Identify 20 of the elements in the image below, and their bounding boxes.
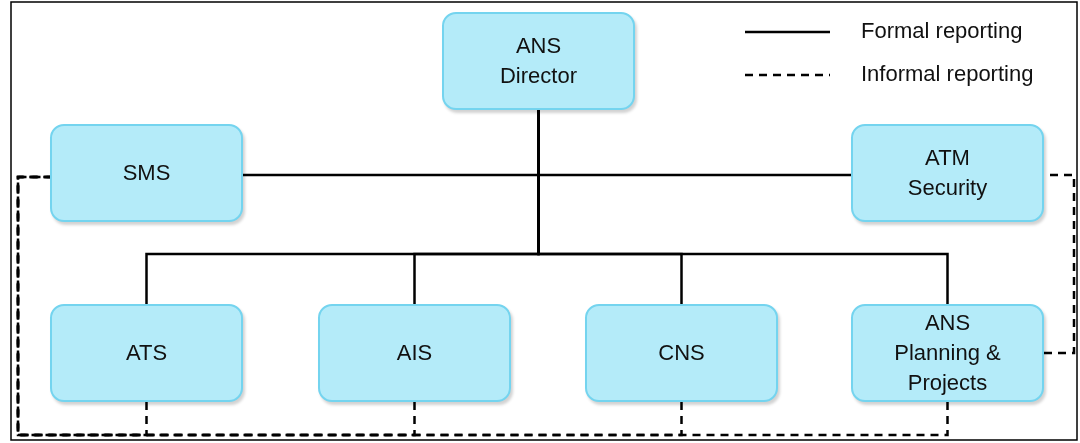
- legend-label: Formal reporting: [861, 18, 1023, 44]
- org-box: [318, 304, 511, 402]
- dashed-connector: [16, 175, 949, 437]
- org-box: [851, 124, 1044, 222]
- org-box: [585, 304, 778, 402]
- box-label: ANS Planning & Projects: [893, 309, 1002, 397]
- box-label: AIS: [396, 339, 433, 367]
- dashed-connector: [16, 175, 148, 437]
- box-label: ATM Security: [906, 144, 989, 202]
- box-label: ANS Director: [499, 32, 578, 90]
- box-label: ATS: [125, 339, 168, 367]
- box-label: CNS: [658, 339, 705, 367]
- org-box: [442, 12, 635, 110]
- legend-label: Informal reporting: [861, 61, 1034, 87]
- org-box: [851, 304, 1044, 402]
- org-box: [50, 124, 243, 222]
- dashed-connector: [16, 175, 416, 437]
- org-box: [50, 304, 243, 402]
- box-label: SMS: [122, 159, 171, 187]
- dashed-connector: [1044, 173, 1076, 355]
